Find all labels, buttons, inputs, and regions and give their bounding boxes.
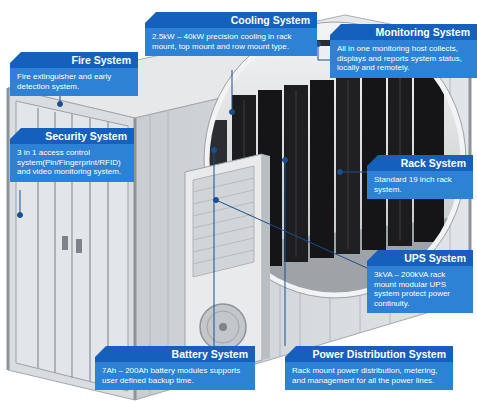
rack-cabinet <box>336 75 360 254</box>
grille-line <box>193 226 254 240</box>
leader-dot <box>212 148 217 153</box>
grille-line <box>193 202 254 216</box>
grille-line <box>193 178 254 192</box>
callout-description: Standard 19 inch rack system. <box>367 171 473 199</box>
callout-box: Cooling System2.5kW – 40kW precision coo… <box>145 12 317 56</box>
callout-title: Security System <box>10 128 134 144</box>
callout-description: Fire extinguisher and early detection sy… <box>10 68 138 96</box>
callout-title: Rack System <box>367 155 473 171</box>
rack-cabinet <box>310 80 334 258</box>
callout-title: Battery System <box>95 346 255 362</box>
rack-door-line <box>348 80 349 249</box>
leader-line <box>232 70 233 112</box>
leader-line <box>285 160 286 346</box>
leader-line <box>214 150 215 346</box>
leader-dot <box>18 213 23 218</box>
ac-grille <box>193 166 254 277</box>
door-handle <box>62 236 68 250</box>
corner-post <box>7 88 10 370</box>
ac-grille-lines <box>193 178 254 264</box>
callout-box: Battery System7Ah – 200Ah battery module… <box>95 346 255 390</box>
ac-unit-side <box>262 154 270 360</box>
callout-box: Rack SystemStandard 19 inch rack system. <box>367 155 473 199</box>
callout-box: UPS System3kVA – 200kVA rack mount modul… <box>367 250 473 313</box>
leader-dot <box>58 102 63 107</box>
callout-description: 3 in 1 access control system(Pin/Fingerp… <box>10 144 134 182</box>
grille-line <box>193 238 254 252</box>
callout-title: Fire System <box>10 52 138 68</box>
callout-box: Security System3 in 1 access control sys… <box>10 128 134 182</box>
leader-line <box>340 172 367 173</box>
callout-description: 3kVA – 200kVA rack mount modular UPS sys… <box>367 266 473 313</box>
callout-box: Monitoring SystemAll in one monitoring h… <box>330 24 477 78</box>
callout-description: Rack mount power distribution, metering,… <box>285 362 453 390</box>
callout-description: 2.5kW – 40kW precision cooling in rack m… <box>145 28 317 56</box>
ac-fan-ring <box>207 311 239 343</box>
rack-cabinet <box>284 85 308 262</box>
rack-cabinet <box>414 60 444 242</box>
callout-title: Monitoring System <box>330 24 477 40</box>
grille-line <box>193 190 254 204</box>
callout-title: UPS System <box>367 250 473 266</box>
callout-description: 7Ah – 200Ah battery modules supports use… <box>95 362 255 390</box>
callout-description: All in one monitoring host collects, dis… <box>330 40 477 78</box>
leader-dot <box>230 110 235 115</box>
leader-dot <box>338 170 343 175</box>
grille-line <box>193 250 254 264</box>
callout-title: Power Distribution System <box>285 346 453 362</box>
ac-fan-hub <box>219 323 227 331</box>
rack-door-line <box>296 90 297 257</box>
leader-line <box>216 200 367 268</box>
callout-title: Cooling System <box>145 12 317 28</box>
callout-box: Power Distribution SystemRack mount powe… <box>285 346 453 390</box>
corrugation <box>150 45 450 395</box>
leader-dot <box>283 158 288 163</box>
callout-box: Fire SystemFire extinguisher and early d… <box>10 52 138 96</box>
ac-fan <box>200 304 246 350</box>
door-handle <box>76 239 82 253</box>
leader-line <box>20 190 21 215</box>
grille-line <box>193 214 254 228</box>
